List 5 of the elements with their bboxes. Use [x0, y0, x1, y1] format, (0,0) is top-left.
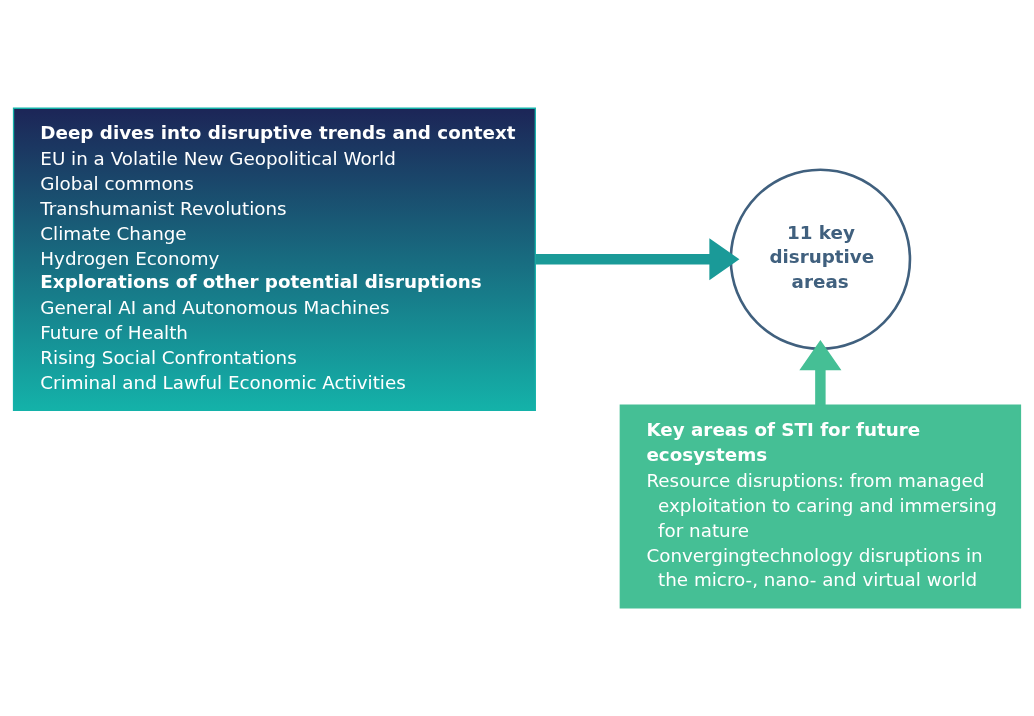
node-box: Key areas of STI for future ecosystems Resource disruptions: from managed exploitation to caring and immersing for nature Convergingtechnology disruptions in the micro-, nano- and virtual world	[619, 404, 1022, 609]
arrow	[799, 340, 842, 406]
node-circle: 11 key disruptive areas	[729, 168, 912, 351]
arrow	[535, 238, 740, 281]
node-box: Deep dives into disruptive trends and context EU in a Volatile New Geopolitical World Global commons Transhumanist Revolutions Climate Change Hydrogen Economy Explorations of other potential disruptions General AI and Autonomous Machines Future of Health Rising Social Confrontations Criminal and Lawful Economic Activities	[12, 107, 536, 411]
